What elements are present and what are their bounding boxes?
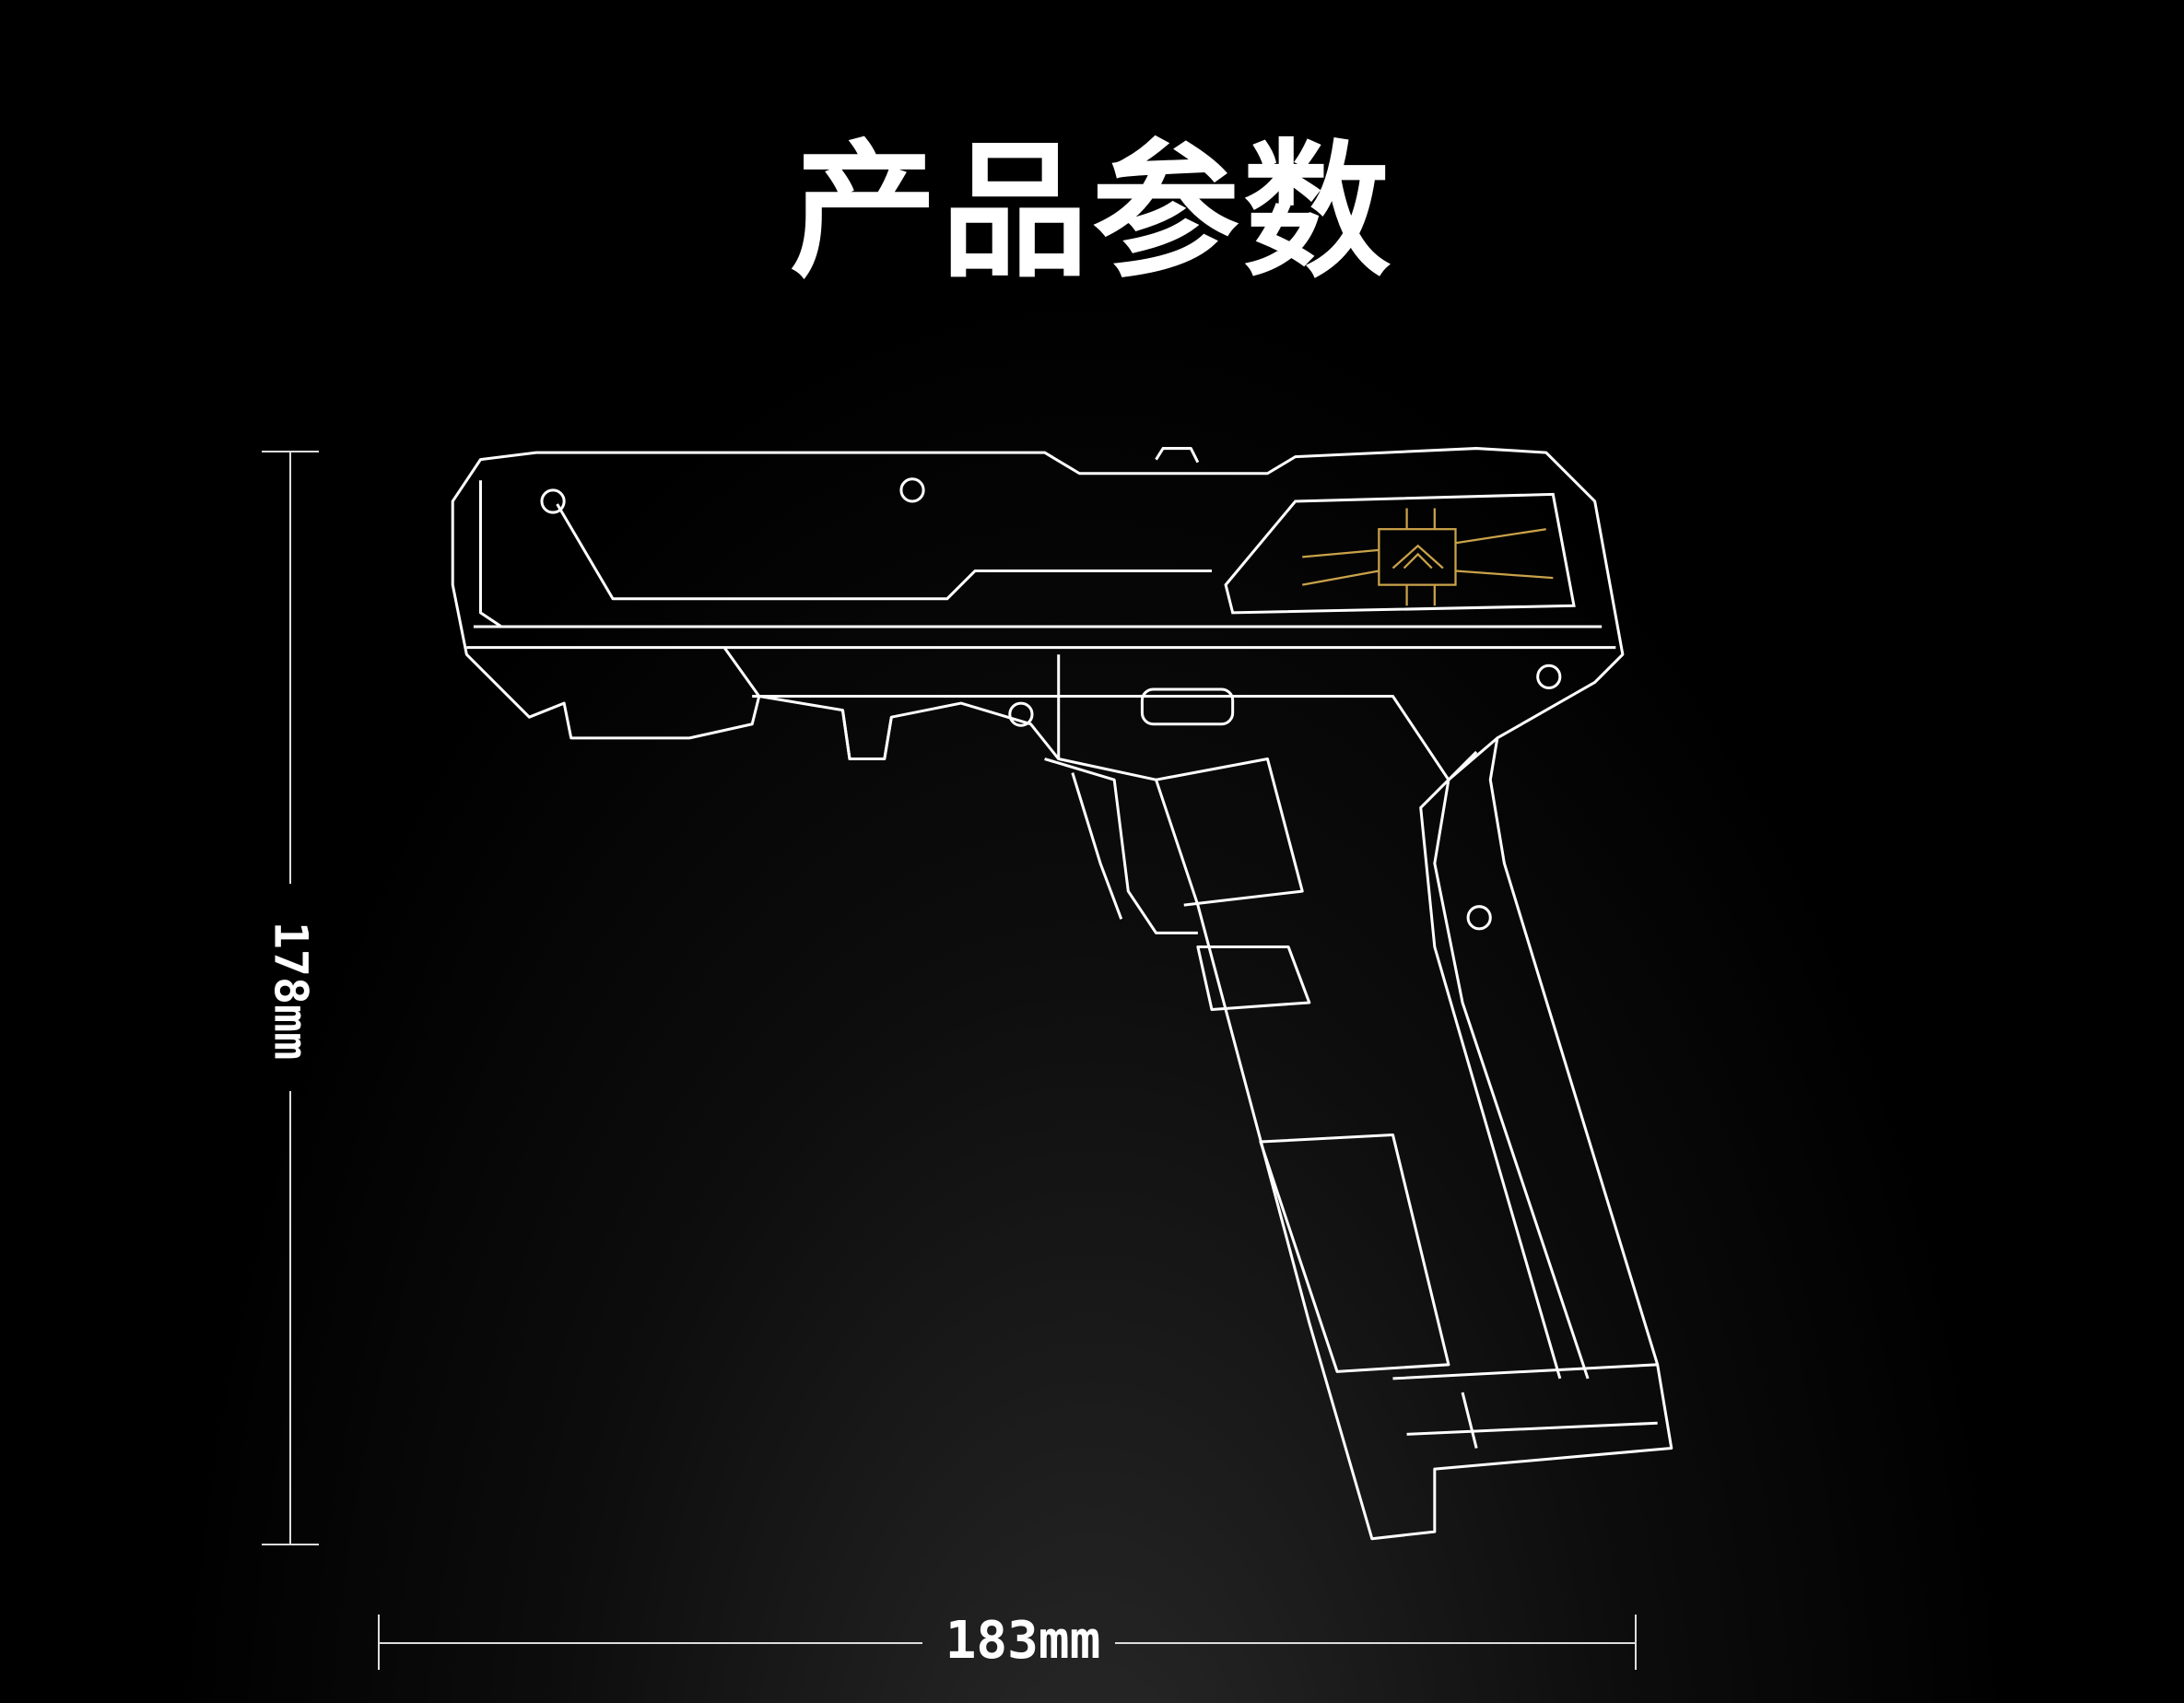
chip-core (1378, 528, 1457, 586)
front-sight (1155, 447, 1200, 464)
page-title: 产品参数 (789, 125, 1394, 298)
dimension-cap (262, 1544, 319, 1545)
frame-lines (722, 646, 1450, 781)
dimension-cap (378, 1615, 380, 1670)
height-value: 178mm (264, 921, 318, 1061)
screws (540, 477, 1562, 931)
dimension-line-segment (289, 1091, 291, 1545)
screw-icon (1008, 701, 1034, 727)
chip-panel-outline (1224, 492, 1576, 615)
trigger (840, 710, 893, 761)
screw-icon (1536, 664, 1562, 689)
width-dimension-line-left (379, 1642, 922, 1644)
gun-outline (451, 447, 1673, 1541)
slide-cut-line (478, 480, 1212, 628)
slide-line (466, 625, 1616, 650)
dimension-line-segment (289, 451, 291, 884)
screw-icon (1466, 905, 1492, 931)
screw-icon (540, 488, 566, 514)
width-dimension-line-right (1115, 1642, 1636, 1644)
grip-front-strap (1419, 736, 1590, 1380)
height-dimension-line (262, 451, 319, 1545)
slide-release-slot (1140, 687, 1235, 726)
height-label: 178mm (260, 921, 321, 1061)
dimension-cap (1635, 1615, 1637, 1670)
grip-inner (1156, 758, 1658, 1449)
chip-panel (1224, 492, 1576, 615)
circuit-traces (1302, 508, 1554, 606)
screw-icon (899, 477, 925, 503)
width-label: 183mm (945, 1611, 1101, 1671)
trigger-guard (1044, 758, 1198, 934)
logo-icon (1391, 544, 1444, 570)
